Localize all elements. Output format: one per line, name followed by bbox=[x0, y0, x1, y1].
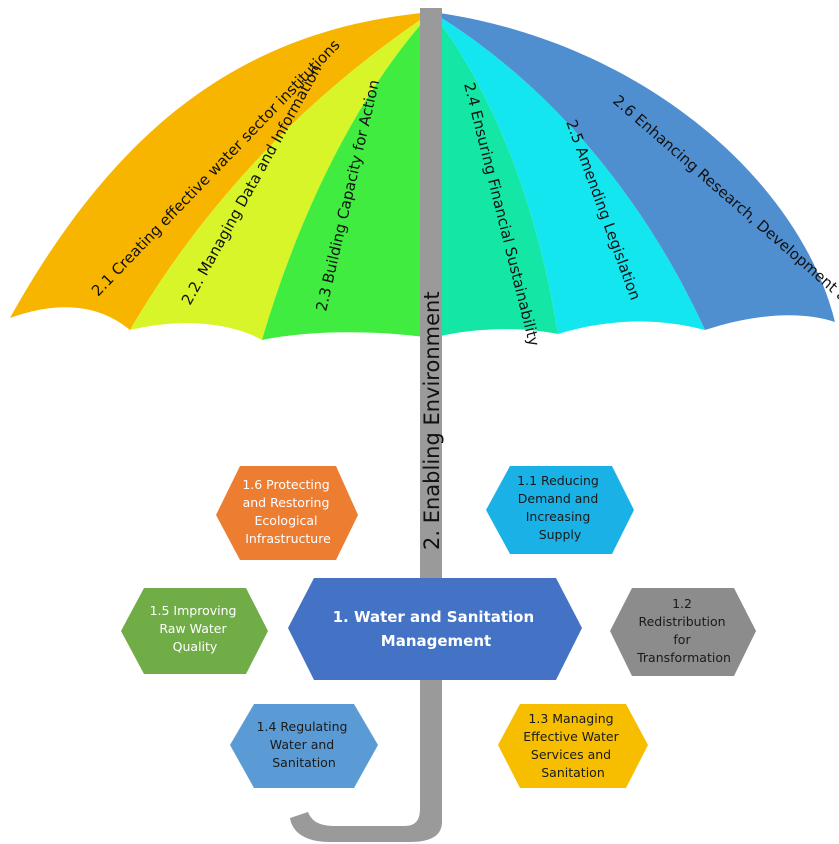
canopy-segment-2-6 bbox=[432, 12, 835, 330]
hexagon-1-6-text: 1.6 Protecting and Restoring Ecological … bbox=[242, 477, 333, 546]
center-hexagon-text: 1. Water and Sanitation Management bbox=[333, 608, 540, 650]
hexagon-1-4: 1.4 Regulating Water and Sanitation bbox=[230, 704, 378, 788]
hexagon-1-6: 1.6 Protecting and Restoring Ecological … bbox=[216, 466, 358, 560]
hexagon-1-5-text: 1.5 Improving Raw Water Quality bbox=[150, 603, 241, 654]
hexagon-1-1: 1.1 Reducing Demand and Increasing Suppl… bbox=[486, 466, 634, 554]
hexagon-1-5-shape bbox=[121, 588, 268, 674]
hexagon-1-4-text: 1.4 Regulating Water and Sanitation bbox=[257, 719, 352, 770]
canopy-segment-2-4 bbox=[432, 12, 558, 338]
center-hexagon-shape bbox=[288, 578, 582, 680]
shaft-label: 2. Enabling Environment bbox=[420, 291, 444, 550]
canopy-segment-2-3 bbox=[262, 12, 432, 340]
hexagon-1-6-shape bbox=[216, 466, 358, 560]
hexagon-1-3-shape bbox=[498, 704, 648, 788]
hexagon-1-5: 1.5 Improving Raw Water Quality bbox=[121, 588, 268, 674]
hexagon-1-2-text: 1.2 Redistribution for Transformation bbox=[636, 596, 731, 665]
center-hexagon: 1. Water and Sanitation Management bbox=[288, 578, 582, 680]
hexagon-1-3-text: 1.3 Managing Effective Water Services an… bbox=[523, 711, 622, 780]
shaft-handle bbox=[290, 8, 442, 842]
hexagon-1-2: 1.2 Redistribution for Transformation bbox=[610, 588, 756, 676]
hexagon-1-2-shape bbox=[610, 588, 756, 676]
umbrella-canopy bbox=[10, 12, 835, 340]
umbrella-shaft: 2. Enabling Environment bbox=[290, 8, 444, 842]
hexagon-1-4-shape bbox=[230, 704, 378, 788]
canopy-segment-2-2 bbox=[130, 12, 432, 340]
canopy-segment-2-5 bbox=[432, 12, 705, 334]
canopy-segment-2-1 bbox=[10, 12, 432, 330]
hexagon-1-1-shape bbox=[486, 466, 634, 554]
hexagon-1-1-text: 1.1 Reducing Demand and Increasing Suppl… bbox=[517, 473, 603, 542]
hexagon-1-3: 1.3 Managing Effective Water Services an… bbox=[498, 704, 648, 788]
